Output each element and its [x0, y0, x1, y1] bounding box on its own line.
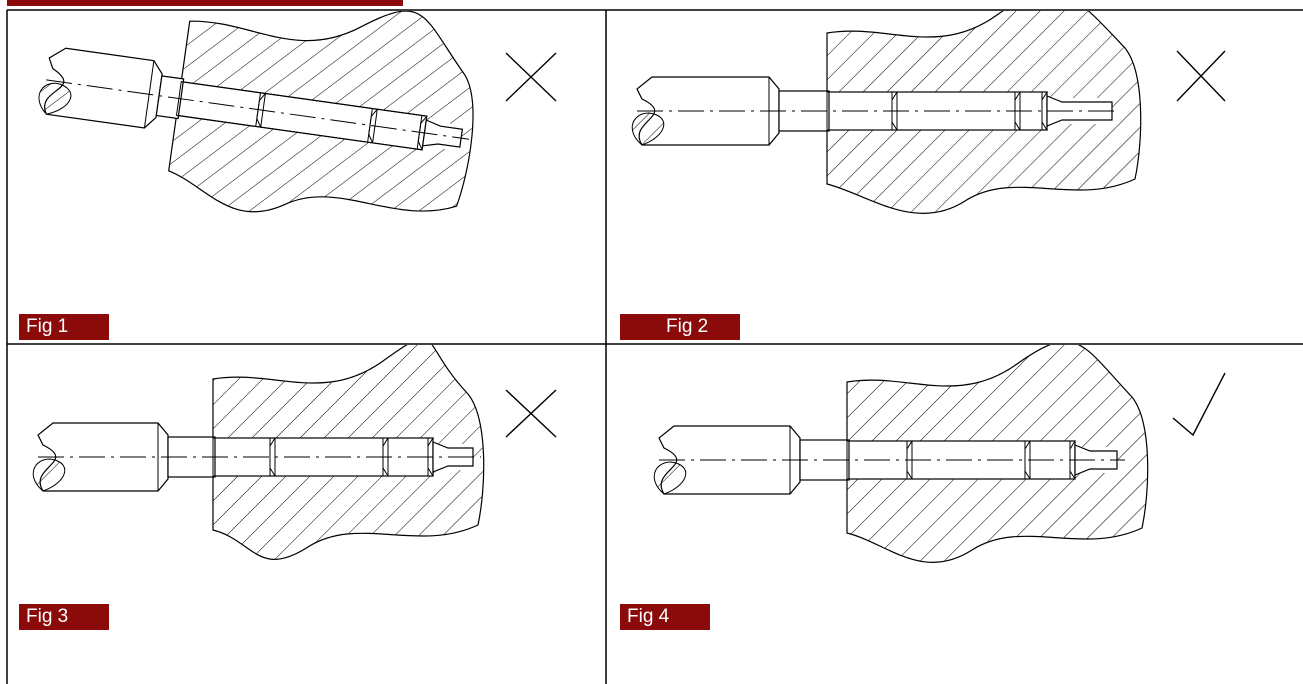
check-mark-icon [1172, 372, 1226, 437]
cross-mark-icon [505, 389, 557, 438]
figure-label-1: Fig 1 [19, 314, 109, 340]
bolt-assembly [653, 345, 1149, 563]
figure-panel-1: Fig 1 [8, 11, 605, 343]
cross-stroke [505, 389, 557, 438]
broken-end-section [653, 461, 687, 495]
figure-label-4: Fig 4 [620, 604, 710, 630]
cross-stroke [505, 52, 557, 102]
bolt-diagram-fig3 [32, 345, 557, 560]
figure-label-2: Fig 2 [620, 314, 740, 340]
broken-end-section [631, 112, 665, 146]
broken-end-section [32, 458, 66, 492]
center-line [46, 79, 470, 140]
tap-tip [421, 119, 464, 148]
cross-mark-icon [505, 52, 557, 102]
cross-mark-icon [1176, 50, 1226, 102]
figure-label-3: Fig 3 [19, 604, 109, 630]
figure-panel-2: Fig 2 [607, 11, 1303, 343]
broken-end-section [38, 82, 72, 115]
bolt-diagram-fig1 [38, 11, 557, 213]
figure-panel-4: Fig 4 [607, 345, 1303, 684]
thread-chamfer [367, 108, 373, 143]
bolt-diagram-fig4 [653, 345, 1226, 563]
header-accent-bar [7, 0, 403, 6]
figure-panel-3: Fig 3 [8, 345, 605, 684]
bolt-diagram-fig2 [631, 11, 1226, 214]
bolt-assembly [631, 11, 1142, 214]
cross-stroke [1176, 50, 1226, 102]
bolt-assembly [32, 345, 485, 560]
bolt-assembly [38, 11, 474, 213]
tap-tip [1074, 444, 1118, 476]
